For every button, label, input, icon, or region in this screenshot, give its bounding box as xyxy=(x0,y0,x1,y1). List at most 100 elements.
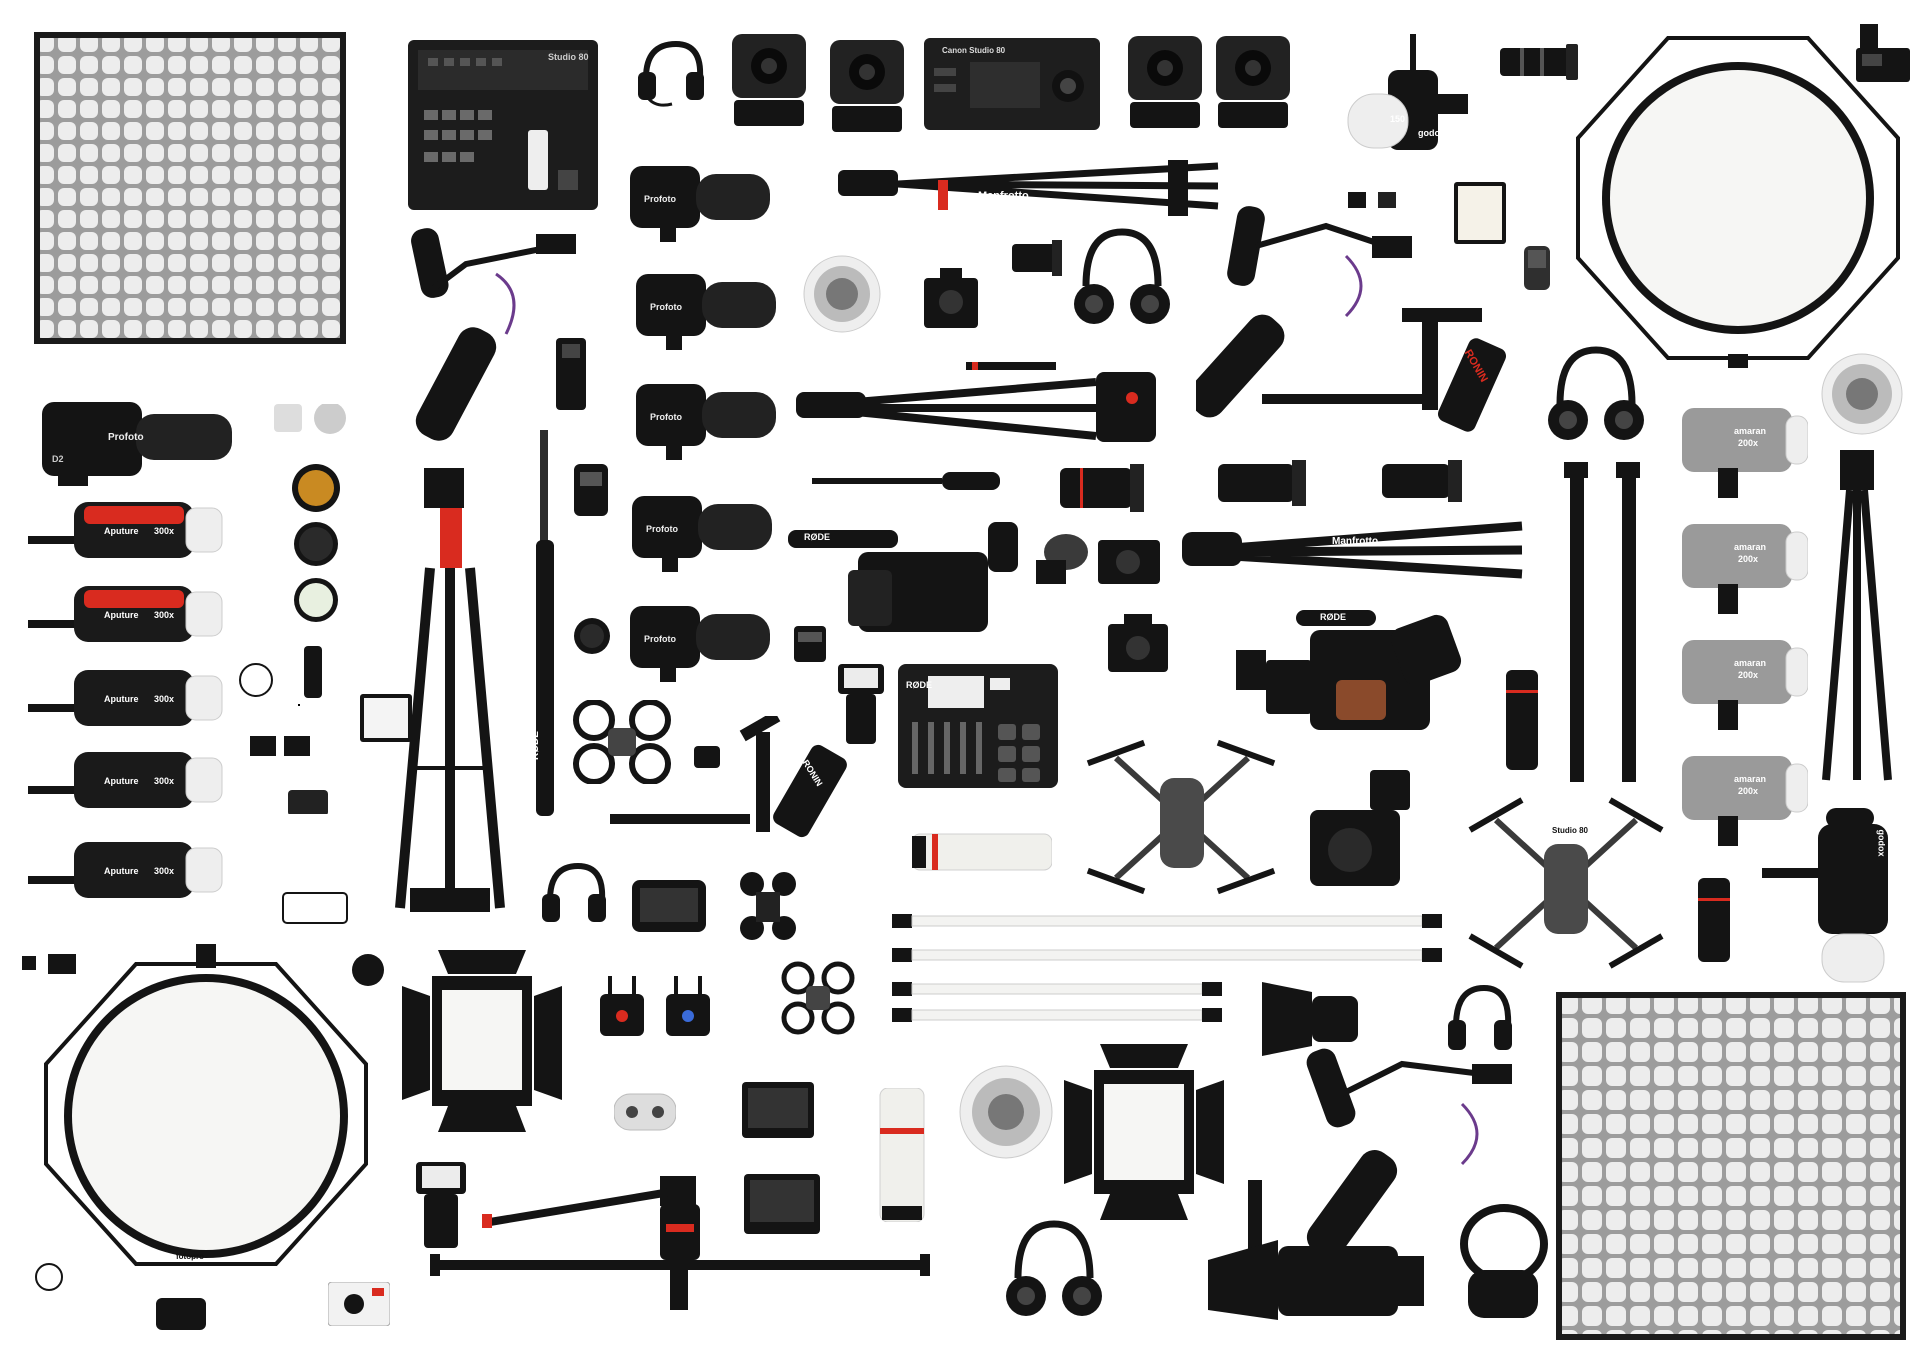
led-panel-icon xyxy=(402,950,562,1132)
dome-reflector-1 xyxy=(802,254,882,334)
skater-dolly xyxy=(736,868,800,944)
tripod-icon xyxy=(395,468,505,912)
strobe-icon xyxy=(42,402,232,486)
lens-icon xyxy=(1698,878,1730,962)
small-cubes-top xyxy=(1348,188,1408,212)
mavic-drone-2: Studio 80 xyxy=(1456,790,1676,978)
cob-light-icon xyxy=(28,670,223,726)
amaran-light-3: amaran 200x xyxy=(1678,630,1809,732)
zoom-lens-mid-3 xyxy=(1382,458,1462,504)
headphones-icon xyxy=(1006,1220,1102,1316)
transmitter-icon xyxy=(794,626,826,662)
dome-reflector-3 xyxy=(958,1064,1054,1160)
cob-light-icon xyxy=(28,586,223,642)
light-stands-pair xyxy=(1556,462,1656,784)
profoto-label-5: Profoto xyxy=(644,634,676,644)
tube-light-3 xyxy=(892,978,1222,1000)
headphones-icon xyxy=(1074,228,1170,324)
drone-icon xyxy=(781,961,855,1035)
strobe-icon xyxy=(636,384,776,460)
manfrotto-vertical-label: Manfrotto xyxy=(457,652,468,694)
tube-light-icon xyxy=(892,982,1222,996)
godox-light-top: 150 godox xyxy=(1318,24,1490,160)
aputure-model-3: 300x xyxy=(154,694,175,704)
camera-body-mid-2 xyxy=(1108,614,1168,672)
godox-light-right: godox xyxy=(1762,808,1912,984)
aputure-brand-4: Aputure xyxy=(104,776,139,786)
beauty-dish-light xyxy=(1262,976,1362,1062)
lens-cap-2 xyxy=(350,952,386,988)
profoto-head-4: Profoto xyxy=(622,488,778,574)
tripod-icon xyxy=(1822,450,1892,781)
camera-slider xyxy=(430,1174,930,1314)
aputure-model-4: 300x xyxy=(154,776,175,786)
live-switcher: Studio 80 xyxy=(408,40,598,210)
tripod-icon xyxy=(796,362,1156,442)
speedlight-2 xyxy=(416,1162,466,1250)
ptz-camera-icon xyxy=(1216,36,1290,128)
remote-trigger xyxy=(556,338,586,410)
tube-light-4 xyxy=(892,1004,1222,1026)
aputure-brand-1: Aputure xyxy=(104,526,139,536)
monitor-icon xyxy=(742,1082,814,1138)
lens-icon xyxy=(1012,240,1062,276)
profoto-head-3: Profoto xyxy=(626,376,782,462)
projection-light xyxy=(1208,1180,1428,1330)
amaran-model-1: 200x xyxy=(1738,438,1759,448)
shotgun-mic-icon xyxy=(411,228,576,441)
accessory-icon xyxy=(22,954,76,974)
photo-tripod-right xyxy=(1812,450,1902,790)
lens-cap-1 xyxy=(572,616,612,656)
manfrotto-tripod-mid: Manfrotto xyxy=(796,352,1186,452)
lens-cap-icon xyxy=(574,618,610,654)
battery-pack xyxy=(156,1298,206,1330)
amaran-brand-2: amaran xyxy=(1734,542,1767,552)
manfrotto-right-label: Manfrotto xyxy=(1332,536,1379,547)
mixer-icon xyxy=(898,664,1058,788)
speedlight-1 xyxy=(838,664,884,746)
card-icon xyxy=(282,892,348,924)
rode-boom-pole: RØDE xyxy=(528,430,564,820)
gimbal-icon xyxy=(610,710,847,838)
camera-body-top xyxy=(924,268,978,328)
tube-light-1 xyxy=(892,910,1442,932)
tube-light-icon xyxy=(892,914,1442,928)
tripod-icon xyxy=(1182,521,1523,579)
filter-icon xyxy=(274,402,346,622)
ptz-camera-icon xyxy=(732,34,806,126)
reflector-dish-icon xyxy=(959,1065,1053,1159)
strobe-icon xyxy=(632,496,772,572)
manfrotto-tripod-right: Manfrotto xyxy=(1182,502,1534,592)
ronin-gimbal-1: RONIN xyxy=(1262,300,1524,436)
accessory-icon xyxy=(1348,192,1396,208)
aputure-model-2: 300x xyxy=(154,610,175,620)
tube-light-icon xyxy=(892,1008,1222,1022)
ptz-camera-1 xyxy=(728,30,810,130)
softbox-grid-icon xyxy=(34,32,346,344)
dolly-icon xyxy=(740,872,796,940)
tube-light-2 xyxy=(892,944,1442,966)
led-small-top xyxy=(1454,182,1506,244)
headphones-3 xyxy=(1004,1218,1104,1324)
aputure-light-4: Aputure 300x xyxy=(24,746,228,816)
godox-top-brand-label: godox xyxy=(1418,128,1445,138)
monitor-icon xyxy=(744,1174,820,1234)
headset-top xyxy=(636,38,706,108)
camera-icon xyxy=(1310,770,1410,886)
white-card xyxy=(282,892,348,924)
led-panel-icon xyxy=(360,694,412,742)
spot-light-icon xyxy=(1762,808,1888,983)
lens-cap-icon xyxy=(352,954,384,986)
camera-icon xyxy=(1236,610,1462,730)
rode-mic-label-2: RØDE xyxy=(1320,612,1347,622)
cob-light-icon xyxy=(1682,524,1809,614)
drone-icon xyxy=(573,699,671,785)
rode-mixer-label: RØDE xyxy=(906,680,933,690)
light-stick xyxy=(812,466,1002,496)
aputure-brand-5: Aputure xyxy=(104,866,139,876)
camera-icon xyxy=(924,268,978,328)
shotgun-mic-icon xyxy=(1306,1048,1512,1258)
stand-icon xyxy=(1564,462,1640,782)
deadcat-mic xyxy=(1036,532,1090,584)
drone-controller-screen xyxy=(632,874,706,932)
